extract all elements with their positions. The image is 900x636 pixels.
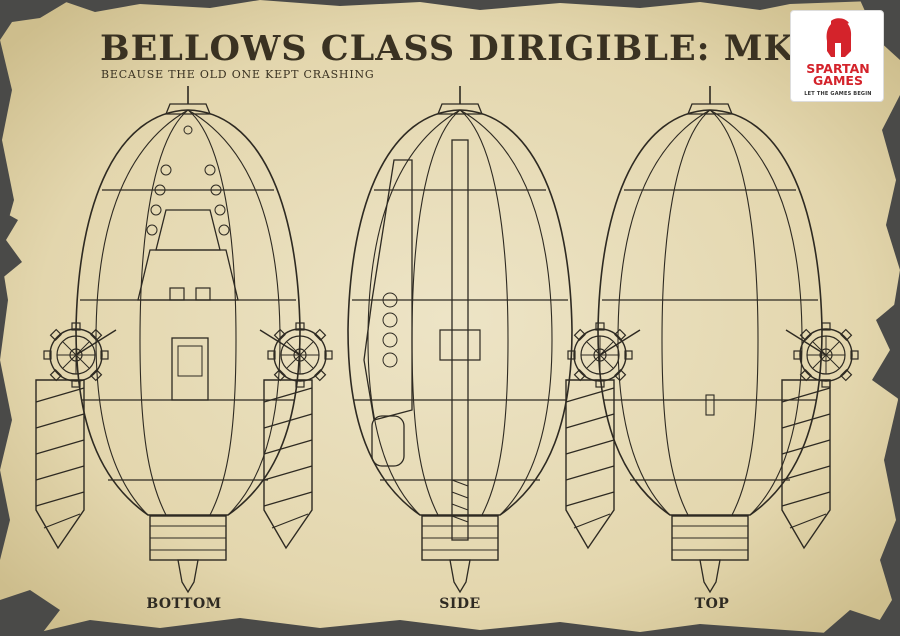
- spartan-games-logo[interactable]: SPARTAN GAMES LET THE GAMES BEGIN: [790, 10, 884, 102]
- bottom-view-drawing: [35, 85, 333, 593]
- page-title: BELLOWS CLASS DIRIGIBLE: MK II: [100, 28, 843, 69]
- logo-name-line1: SPARTAN: [806, 61, 870, 76]
- page-subtitle: BECAUSE THE OLD ONE KEPT CRASHING: [101, 68, 375, 81]
- label-bottom-view: BOTTOM: [146, 596, 222, 612]
- label-side-view: SIDE: [439, 596, 481, 612]
- logo-name-line2: GAMES: [813, 73, 863, 88]
- side-view-drawing: [347, 85, 573, 593]
- logo-tagline: LET THE GAMES BEGIN: [804, 91, 872, 97]
- spartan-helmet-icon: [826, 18, 852, 57]
- label-top-view: TOP: [694, 596, 730, 612]
- top-view-drawing: [565, 85, 859, 593]
